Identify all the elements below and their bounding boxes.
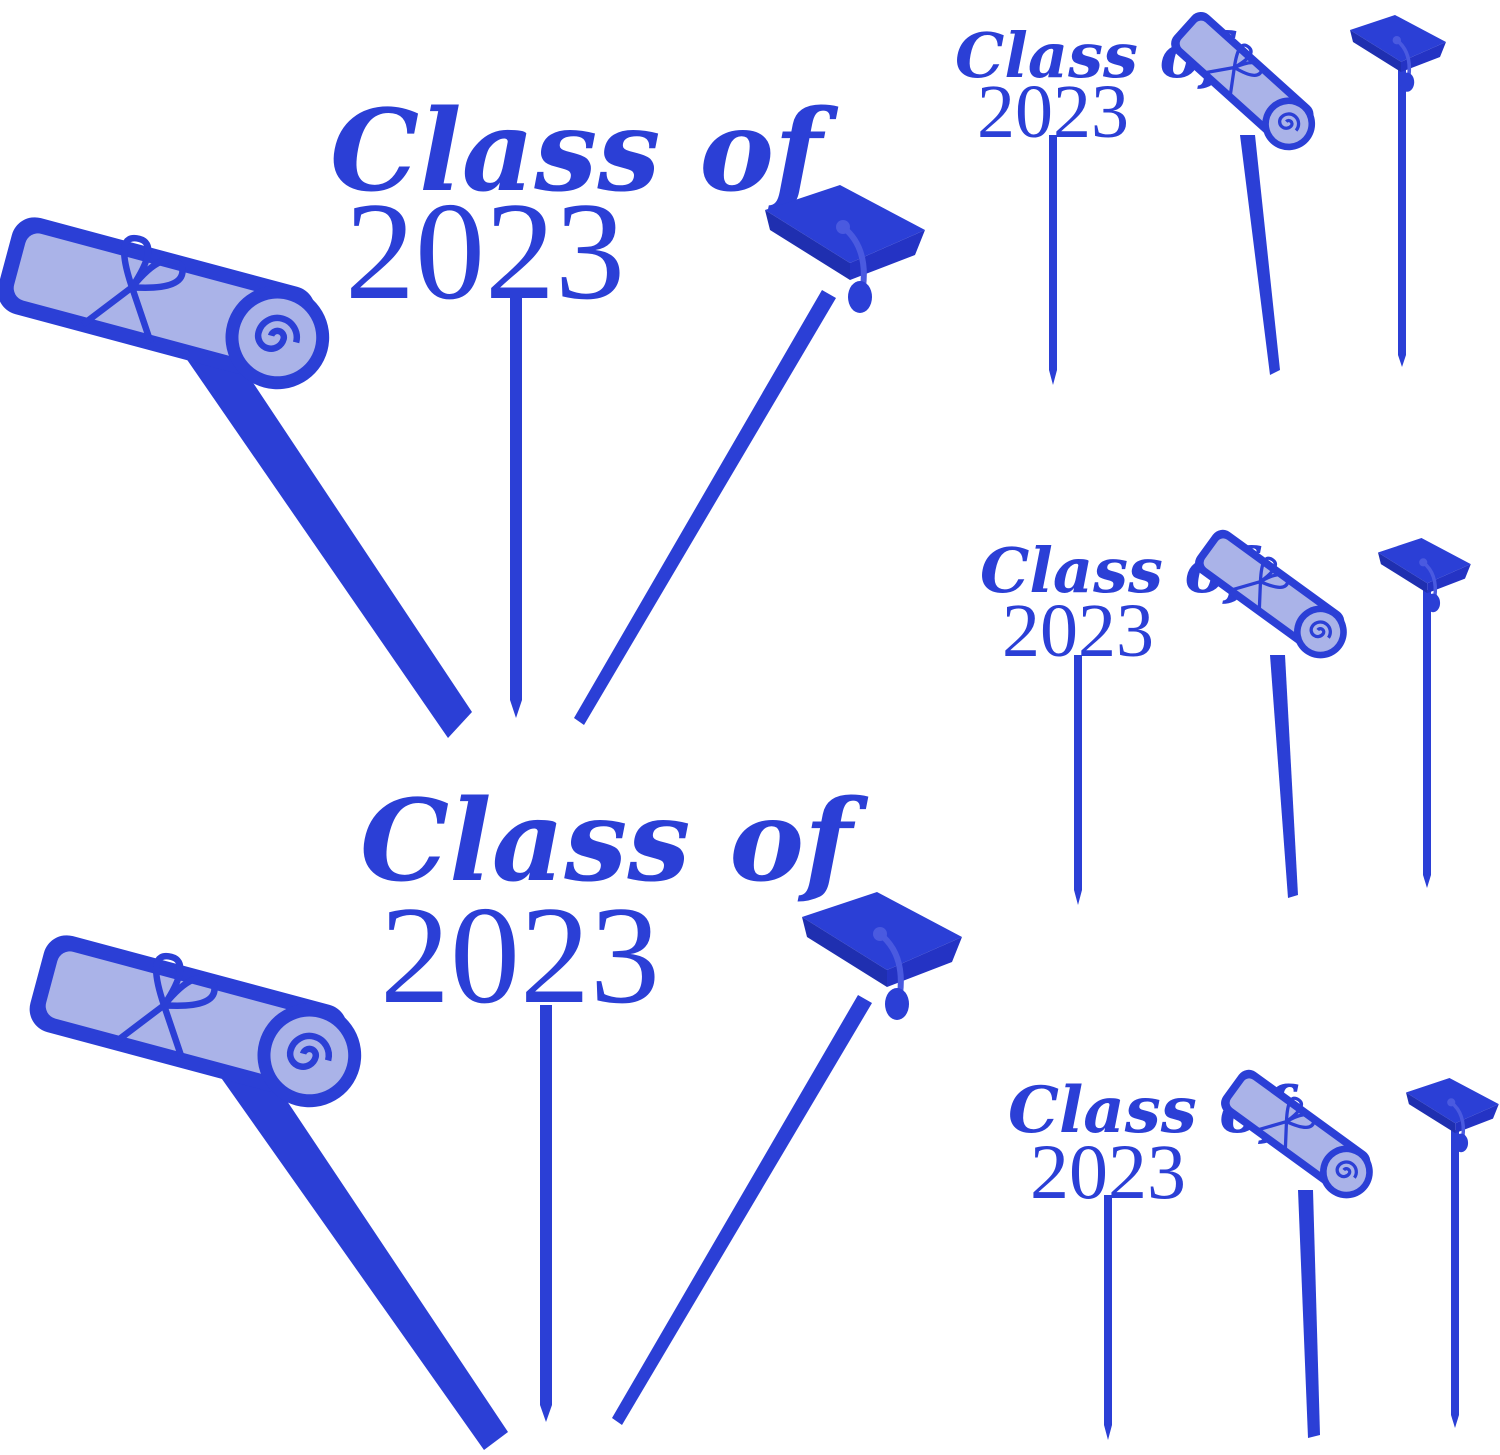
large-set-top: Class of 2023 xyxy=(0,86,925,738)
large-set-bottom: Class of 2023 xyxy=(23,776,962,1450)
topper-line2: 2023 xyxy=(1002,589,1154,673)
cap-stick xyxy=(612,995,872,1425)
topper-line2: 2023 xyxy=(1030,1128,1186,1215)
scroll-stick xyxy=(170,335,472,738)
text-stick xyxy=(1049,135,1057,385)
cap-topper xyxy=(765,185,925,313)
text-stick xyxy=(1074,655,1082,905)
topper-line2: 2023 xyxy=(345,174,625,329)
scroll-topper xyxy=(0,207,343,401)
cap-stick xyxy=(1451,1130,1459,1428)
cap-stick xyxy=(574,290,836,725)
topper-line2: 2023 xyxy=(380,878,660,1033)
scroll-topper xyxy=(23,925,375,1119)
scroll-stick xyxy=(1240,135,1280,375)
cap-topper xyxy=(802,892,962,1020)
small-set-3: Class of 2023 xyxy=(1008,1061,1500,1440)
topper-line2: 2023 xyxy=(977,70,1129,154)
small-set-1: Class of 2023 xyxy=(955,3,1448,385)
scroll-stick xyxy=(1270,655,1298,898)
topper-line1: Class of xyxy=(360,776,869,907)
scroll-stick xyxy=(205,1055,508,1450)
small-set-2: Class of 2023 xyxy=(980,521,1473,905)
topper-line1: Class of xyxy=(330,86,839,217)
text-stick xyxy=(510,290,522,718)
scroll-stick xyxy=(1298,1190,1320,1438)
cap-stick xyxy=(1398,70,1406,367)
text-stick xyxy=(1104,1195,1112,1440)
cap-stick xyxy=(1423,590,1431,888)
text-stick xyxy=(540,1005,552,1422)
